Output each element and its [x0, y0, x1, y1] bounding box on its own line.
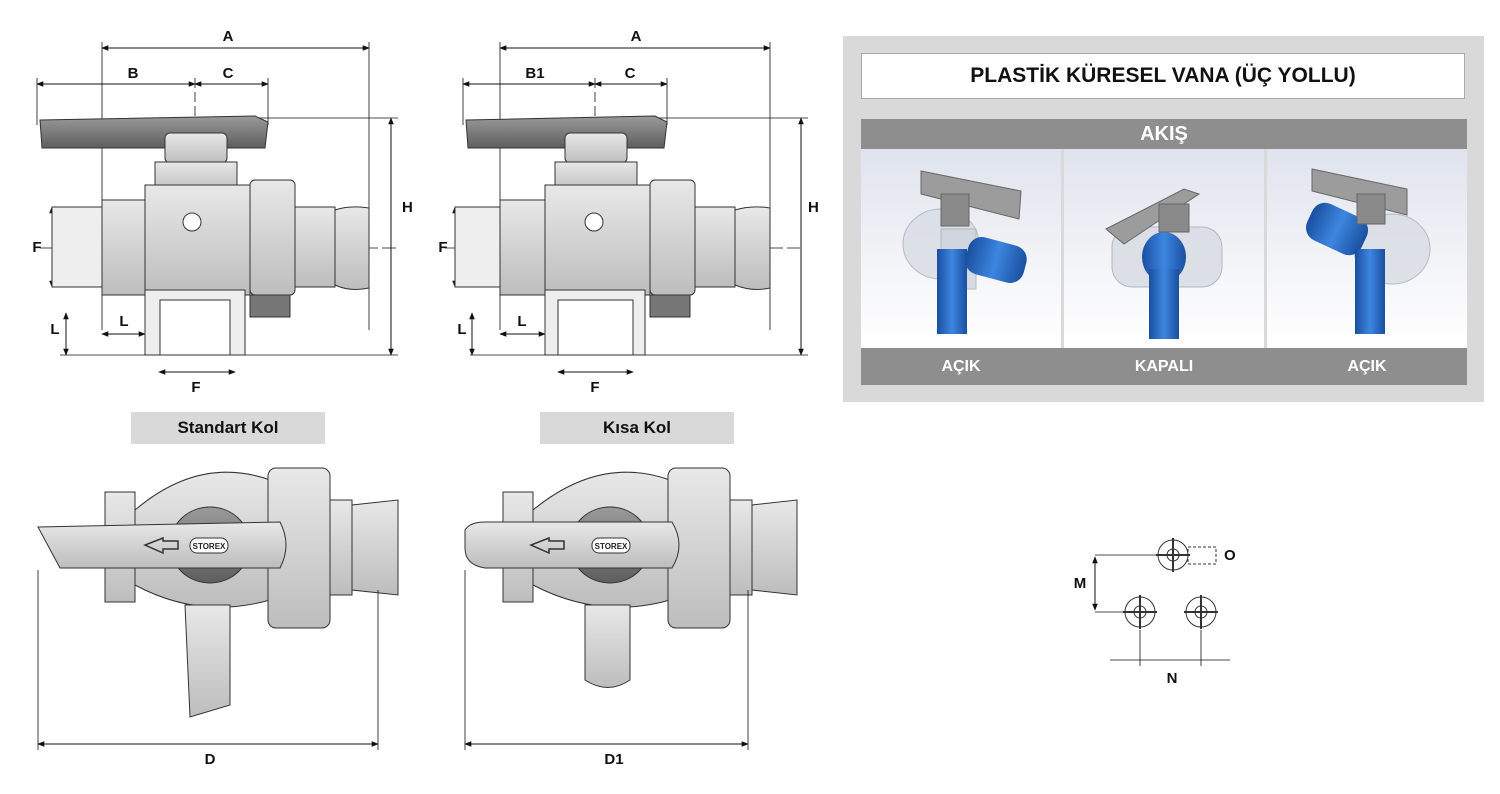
dim-f-bottom-label: F [191, 379, 200, 396]
position-bar: AÇIK KAPALI AÇIK [861, 348, 1467, 385]
dim-m-label: M [1074, 575, 1087, 592]
valve-photo-open-right [1267, 149, 1467, 348]
dim-a-label: A [631, 28, 642, 45]
position-label: AÇIK [941, 357, 981, 375]
dim-b1-label: B1 [525, 65, 544, 82]
dim-l-horizontal-label: L [119, 313, 128, 330]
brand-logo: STOREX [193, 542, 226, 551]
position-label: KAPALI [1134, 357, 1194, 375]
dim-d-label: D [205, 751, 216, 768]
short-handle-caption: Kısa Kol [540, 412, 734, 444]
short-top-view: STOREX D1 [464, 467, 798, 768]
dim-h-label: H [808, 199, 819, 216]
standard-side-view: A B C H F L L F [32, 28, 412, 396]
brand-logo: STOREX [595, 542, 628, 551]
dim-a-label: A [223, 28, 234, 45]
position-label: AÇIK [1347, 357, 1387, 375]
dim-o-label: O [1224, 547, 1236, 564]
short-side-view: A B1 C H F L L F [438, 28, 818, 396]
dim-f-side-label: F [438, 239, 447, 256]
mounting-diagram: M N O [1074, 538, 1236, 687]
dim-d1-label: D1 [604, 751, 623, 768]
dim-l-horizontal-label: L [517, 313, 526, 330]
panel-title: PLASTİK KÜRESEL VANA (ÜÇ YOLLU) [861, 53, 1465, 99]
dim-c-label: C [625, 65, 636, 82]
dim-c-label: C [223, 65, 234, 82]
dim-h-label: H [402, 199, 413, 216]
dim-f-bottom-label: F [590, 379, 599, 396]
standard-top-view: STOREX D [37, 467, 399, 768]
valve-photo-closed [1064, 149, 1264, 348]
dim-n-label: N [1167, 670, 1178, 687]
dim-l-vertical-label: L [457, 321, 466, 338]
standard-handle-caption: Standart Kol [131, 412, 325, 444]
dim-l-vertical-label: L [50, 321, 59, 338]
dim-b-label: B [128, 65, 139, 82]
flow-header: AKIŞ [861, 119, 1467, 149]
valve-photo-open-left [861, 149, 1061, 348]
dim-f-side-label: F [32, 239, 41, 256]
